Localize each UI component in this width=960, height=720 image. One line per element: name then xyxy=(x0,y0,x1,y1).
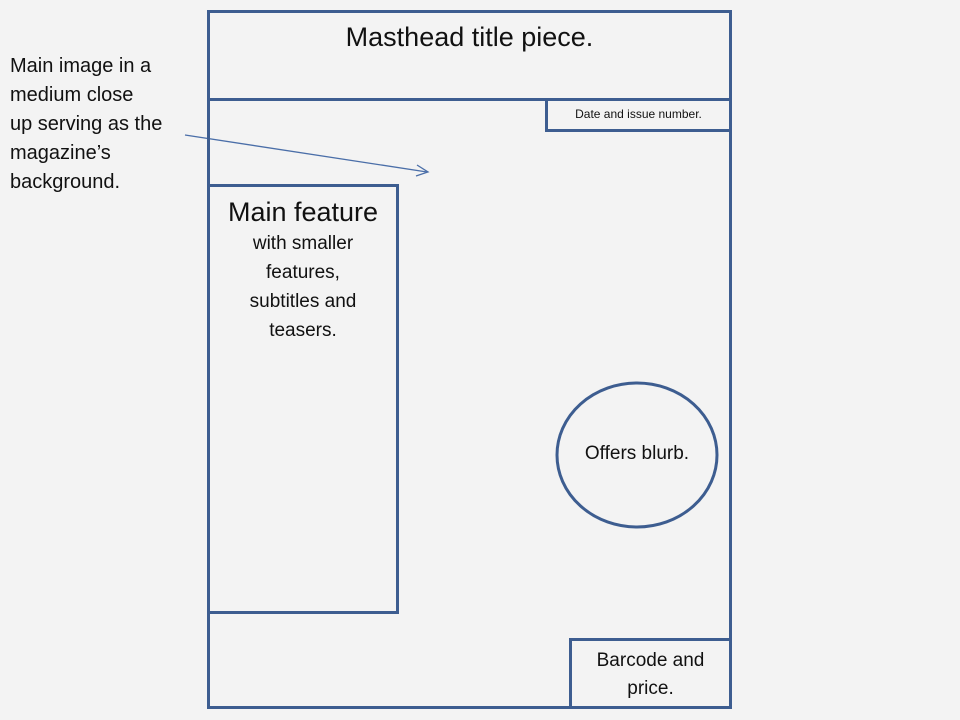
main-feature-line: teasers. xyxy=(269,320,337,341)
annotation-line: background. xyxy=(10,171,121,193)
main-feature-text: Main feature with smaller features, subt… xyxy=(209,195,397,345)
offers-label: Offers blurb. xyxy=(584,443,690,464)
annotation-line: magazine’s xyxy=(10,142,111,164)
masthead-label: Masthead title piece. xyxy=(345,22,594,52)
main-feature-line: subtitles and xyxy=(249,291,357,312)
masthead-box xyxy=(207,10,732,101)
arrow-head xyxy=(415,164,430,177)
date-issue-box xyxy=(545,98,732,132)
barcode-line: price. xyxy=(627,678,674,699)
main-feature-box xyxy=(207,184,399,614)
main-feature-title: Main feature xyxy=(227,197,379,227)
annotation-line: up serving as the xyxy=(10,113,163,135)
main-feature-line: with smaller xyxy=(252,233,354,254)
annotation-line: Main image in a xyxy=(10,55,152,77)
main-feature-line: features, xyxy=(266,262,340,283)
barcode-box xyxy=(569,638,732,709)
offers-circle xyxy=(555,381,719,529)
barcode-text: Barcode and price. xyxy=(571,647,730,703)
annotation-arrow xyxy=(184,134,428,173)
barcode-line: Barcode and xyxy=(596,650,705,671)
annotation-line: medium close xyxy=(10,84,134,106)
annotation-text: Main image in a medium close up serving … xyxy=(10,52,162,197)
date-issue-label: Date and issue number. xyxy=(575,107,702,121)
